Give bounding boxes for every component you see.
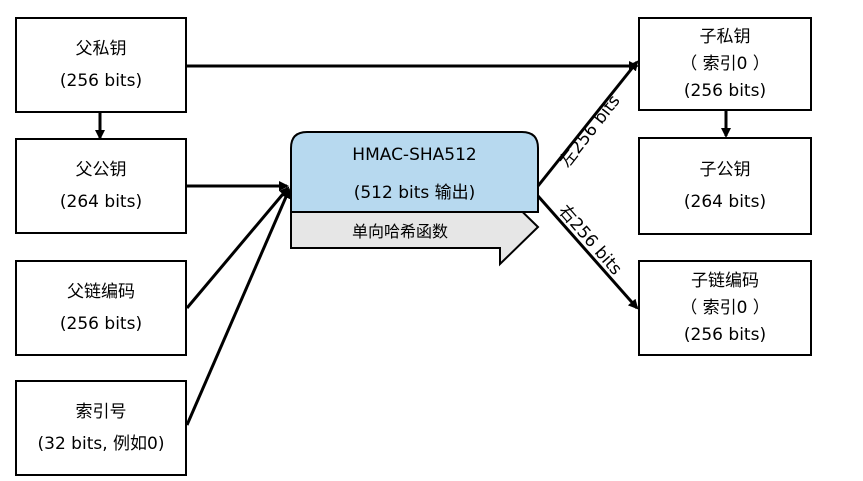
arrow-chaincode-to-hmac	[185, 186, 290, 309]
child-private-key-index: （ 索引0 ）	[680, 53, 770, 74]
child-public-key-name: 子公钥	[699, 160, 751, 180]
index-number-box: 索引号 (32 bits, 例如0)	[15, 380, 187, 476]
child-public-key-box: 子公钥 (264 bits)	[638, 137, 812, 235]
parent-public-key-box: 父公钥 (264 bits)	[15, 138, 187, 234]
index-number-name: 索引号	[75, 402, 127, 422]
hmac-title: HMAC-SHA512	[352, 145, 477, 165]
arrow-hmac-to-child-chaincode	[536, 195, 639, 310]
child-private-key-box: 子私钥 （ 索引0 ） (256 bits)	[638, 17, 812, 111]
arrow-hmac-to-child-private	[536, 60, 639, 187]
child-private-key-name: 子私钥	[699, 26, 751, 47]
index-number-bits: (32 bits, 例如0)	[37, 434, 165, 454]
parent-private-key-name: 父私钥	[75, 39, 127, 59]
child-chain-code-name: 子链编码	[691, 270, 759, 291]
parent-public-key-name: 父公钥	[75, 160, 127, 180]
child-private-key-bits: (256 bits)	[683, 80, 767, 101]
hmac-output: (512 bits 输出)	[353, 183, 476, 203]
child-public-key-bits: (264 bits)	[683, 192, 767, 212]
hmac-box-shape	[290, 131, 539, 213]
child-chain-code-box: 子链编码 （ 索引0 ） (256 bits)	[638, 260, 812, 356]
child-chain-code-index: （ 索引0 ）	[680, 297, 770, 318]
parent-private-key-box: 父私钥 (256 bits)	[15, 17, 187, 113]
child-chain-code-bits: (256 bits)	[683, 324, 767, 345]
parent-chain-code-name: 父链编码	[67, 282, 135, 302]
one-way-hash-label: 单向哈希函数	[352, 222, 449, 241]
arrow-index-to-hmac	[185, 188, 291, 426]
parent-private-key-bits: (256 bits)	[59, 71, 143, 91]
parent-chain-code-box: 父链编码 (256 bits)	[15, 260, 187, 356]
parent-chain-code-bits: (256 bits)	[59, 314, 143, 334]
parent-public-key-bits: (264 bits)	[59, 192, 143, 212]
